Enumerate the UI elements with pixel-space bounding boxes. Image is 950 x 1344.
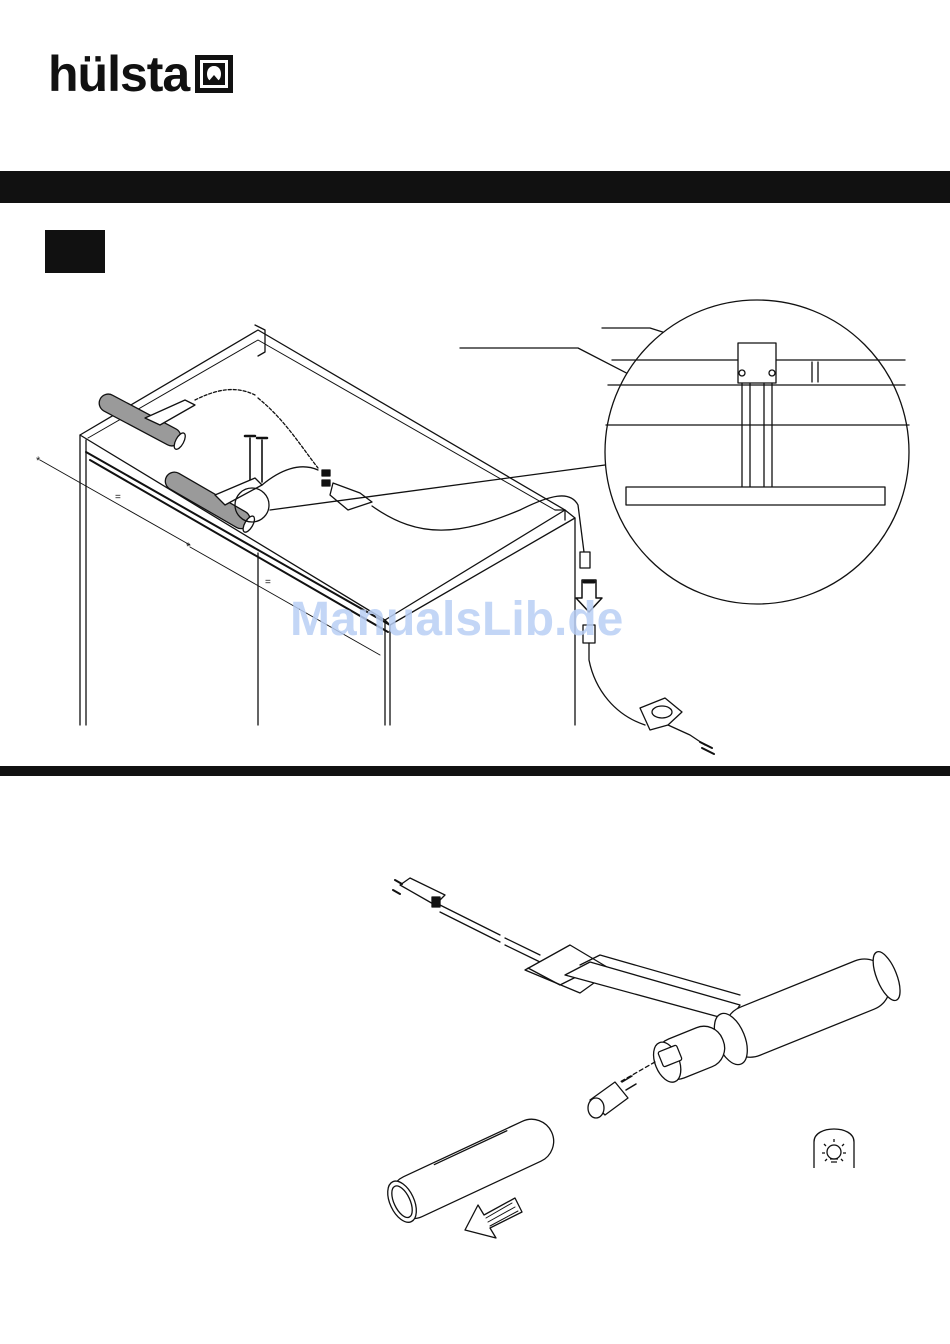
light-bulb-icon xyxy=(810,1128,858,1172)
svg-text:*: * xyxy=(36,455,41,467)
svg-text:=: = xyxy=(265,577,271,588)
watermark: ManualsLib.de xyxy=(290,592,623,647)
cabinet-lamp-installation-illustration: = = * * xyxy=(0,0,950,770)
svg-text:=: = xyxy=(115,492,121,503)
svg-text:*: * xyxy=(186,541,191,553)
